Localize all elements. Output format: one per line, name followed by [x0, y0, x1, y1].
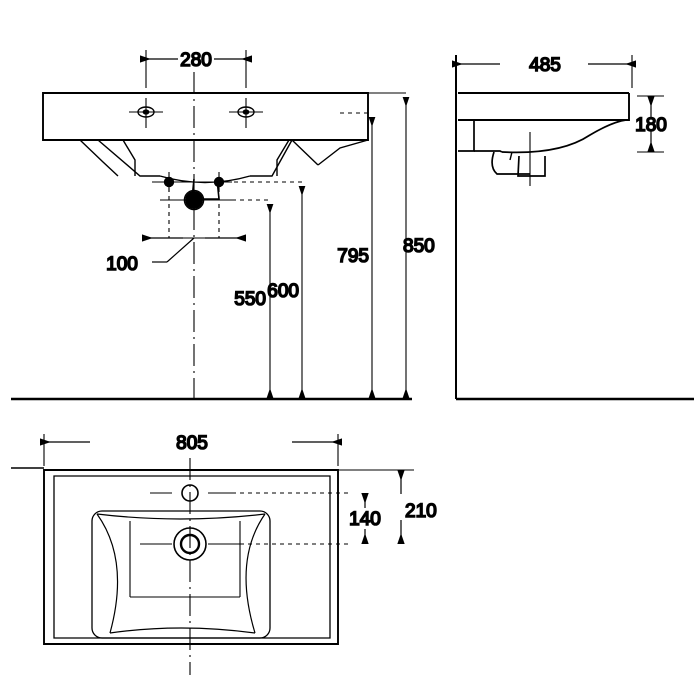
dimension-485: 485: [452, 54, 636, 88]
side-basin-slab: [458, 92, 630, 121]
dimension-805: 805: [39, 432, 342, 466]
side-elevation-view: 485 180: [452, 54, 694, 401]
dimension-795: 795: [336, 112, 376, 398]
dimension-600-label: 600: [267, 281, 299, 302]
dimension-180: 180: [634, 95, 668, 153]
dimension-100-label: 100: [106, 254, 138, 275]
dimension-210: 210: [338, 469, 438, 544]
dimension-140: 140: [232, 492, 382, 545]
dimension-485-label: 485: [529, 55, 561, 76]
plumbing-connection-detail: 100: [105, 172, 246, 276]
supply-point-left: [163, 176, 175, 188]
front-waste-spigot: [191, 178, 220, 200]
front-basin-slab: [42, 92, 369, 141]
dimension-550: 550: [200, 199, 274, 398]
plan-centre-lines: [140, 458, 240, 675]
front-tap-hole-left: [129, 98, 163, 128]
dimension-795-label: 795: [337, 246, 369, 267]
dimension-850: 850: [368, 92, 436, 398]
plan-outer-outline: [43, 469, 339, 645]
plan-view: 805 140 210: [11, 432, 438, 675]
dimension-600: 600: [226, 181, 306, 398]
dimension-805-label: 805: [176, 433, 208, 454]
front-bowl-profile: [43, 139, 369, 184]
plan-bowl-outline: [91, 510, 271, 639]
dimension-550-label: 550: [234, 289, 266, 310]
dimension-280: 280: [140, 49, 252, 88]
side-bowl-profile: [474, 119, 627, 175]
front-tap-hole-right: [229, 98, 263, 128]
dimension-280-label: 280: [180, 50, 212, 71]
side-wall-bracket: [458, 119, 475, 152]
dimension-210-label: 210: [405, 501, 437, 522]
dimension-180-label: 180: [635, 115, 667, 136]
plan-rim-outline: [53, 475, 331, 639]
dimension-850-label: 850: [403, 236, 435, 257]
supply-point-right: [213, 176, 225, 188]
side-waste-spigot: [517, 132, 546, 186]
plan-bowl-inner-slopes: [96, 513, 266, 634]
dimension-140-label: 140: [349, 509, 381, 530]
front-elevation-view: 280: [11, 49, 436, 405]
